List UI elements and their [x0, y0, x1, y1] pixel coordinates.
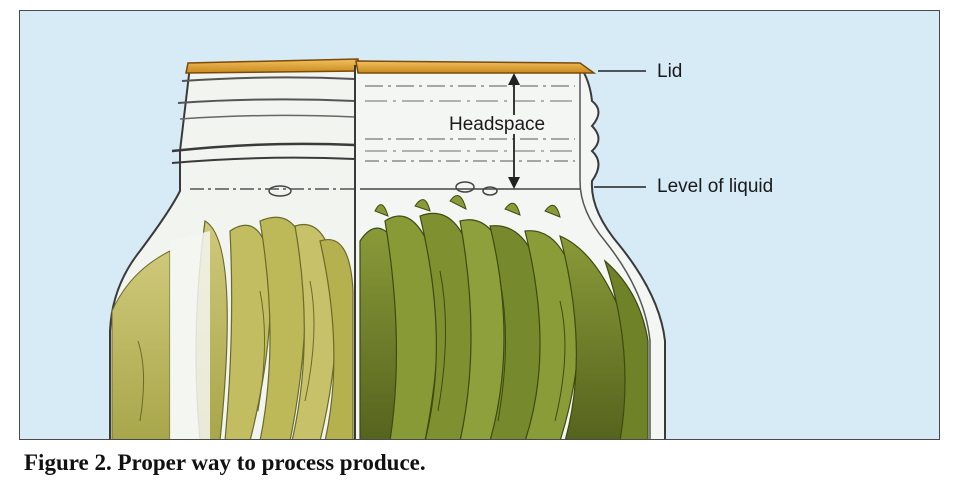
level-of-liquid-label: Level of liquid: [657, 176, 774, 197]
diagram-panel: Lid Level of liquid Headspace: [19, 10, 940, 440]
lid-label: Lid: [657, 61, 683, 82]
canning-jars-illustration: [109, 58, 666, 439]
figure-caption: Figure 2. Proper way to process produce.: [24, 450, 426, 475]
headspace-label: Headspace: [447, 114, 548, 135]
left-jar: [109, 58, 361, 439]
right-jar: [354, 60, 666, 439]
